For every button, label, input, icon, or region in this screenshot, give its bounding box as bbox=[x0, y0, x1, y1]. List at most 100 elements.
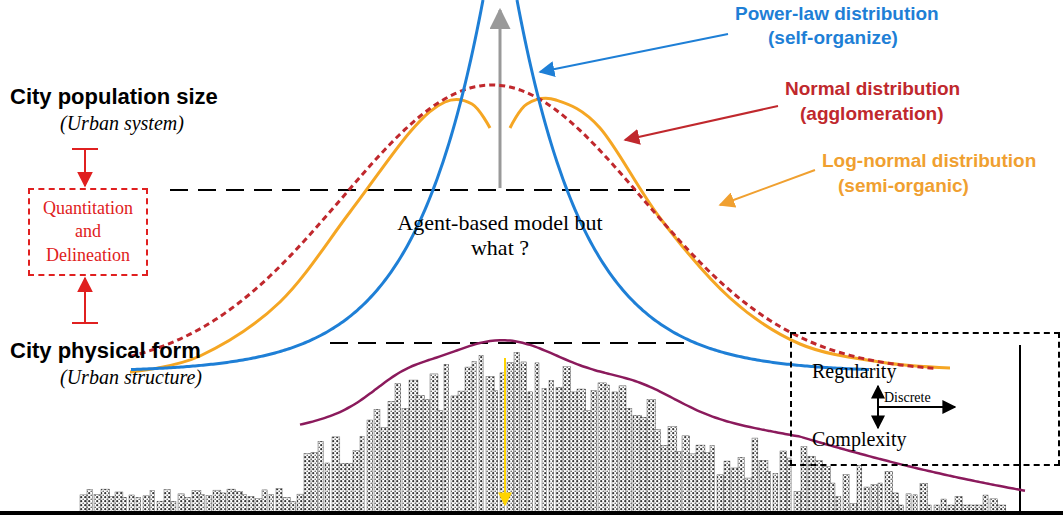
building bbox=[927, 505, 931, 512]
curve-label: Normal distribution bbox=[785, 78, 960, 100]
building bbox=[185, 497, 190, 512]
building bbox=[864, 487, 869, 512]
divider-line bbox=[1019, 345, 1021, 512]
building bbox=[94, 494, 101, 512]
curve-label: Power-law distribution bbox=[735, 3, 939, 25]
building bbox=[556, 387, 562, 512]
building bbox=[563, 367, 571, 512]
building bbox=[164, 490, 170, 512]
building bbox=[801, 447, 807, 512]
building bbox=[255, 499, 262, 512]
building bbox=[129, 495, 134, 512]
building bbox=[437, 410, 442, 512]
building bbox=[143, 496, 149, 512]
building bbox=[661, 445, 668, 512]
axis-label: Complexity bbox=[812, 426, 906, 452]
building bbox=[500, 373, 504, 512]
building bbox=[843, 474, 849, 512]
building bbox=[332, 437, 340, 512]
building bbox=[353, 451, 360, 512]
building bbox=[472, 362, 476, 512]
building bbox=[724, 461, 730, 512]
building bbox=[871, 485, 878, 512]
building bbox=[920, 483, 928, 512]
building bbox=[402, 408, 408, 512]
curve-label: (self-organize) bbox=[768, 27, 898, 49]
axis-title: City physical form bbox=[10, 338, 201, 363]
building bbox=[514, 352, 520, 512]
building bbox=[675, 452, 681, 512]
building bbox=[248, 496, 254, 512]
bracket-arrow bbox=[84, 278, 86, 323]
building bbox=[906, 494, 911, 512]
building bbox=[717, 475, 724, 512]
building bbox=[787, 458, 791, 512]
normal-curve bbox=[130, 85, 935, 368]
building bbox=[199, 494, 204, 512]
building bbox=[997, 505, 1006, 512]
building bbox=[766, 471, 771, 512]
leader-line bbox=[540, 34, 728, 72]
building bbox=[857, 465, 862, 512]
growth-arrow bbox=[499, 10, 502, 188]
building bbox=[899, 505, 904, 512]
envelope-curve bbox=[300, 340, 1025, 491]
building bbox=[780, 451, 787, 512]
building bbox=[367, 420, 373, 512]
building bbox=[262, 490, 267, 512]
building bbox=[206, 496, 212, 512]
building bbox=[941, 499, 946, 512]
ground-line bbox=[0, 511, 1063, 515]
curve-label: Log-normal distribution bbox=[822, 150, 1036, 172]
axis-arrow bbox=[878, 406, 955, 408]
building bbox=[108, 496, 114, 512]
building bbox=[850, 504, 857, 512]
axis-label: Discrete bbox=[884, 389, 931, 407]
building bbox=[710, 446, 714, 512]
building bbox=[521, 362, 526, 512]
question-note: Agent-based model but what ? bbox=[395, 210, 605, 261]
building bbox=[115, 492, 123, 512]
building bbox=[150, 490, 154, 512]
building bbox=[423, 399, 429, 512]
building bbox=[451, 396, 458, 512]
building bbox=[360, 436, 364, 512]
building bbox=[815, 461, 823, 512]
guide-line bbox=[330, 342, 690, 344]
building bbox=[374, 409, 380, 512]
building bbox=[178, 494, 185, 512]
building bbox=[430, 374, 438, 512]
building bbox=[934, 505, 939, 512]
building bbox=[325, 463, 330, 512]
building bbox=[836, 497, 841, 512]
building bbox=[444, 364, 449, 512]
building bbox=[87, 490, 92, 512]
building bbox=[738, 457, 744, 512]
building bbox=[591, 390, 597, 512]
building bbox=[311, 452, 317, 512]
building bbox=[752, 438, 758, 512]
building bbox=[626, 408, 632, 512]
building bbox=[584, 411, 591, 512]
axis-title: City population size bbox=[10, 84, 218, 109]
building bbox=[983, 495, 988, 512]
curve-label: (semi-organic) bbox=[838, 175, 969, 197]
building bbox=[619, 386, 626, 512]
building bbox=[948, 505, 954, 512]
building bbox=[976, 505, 982, 512]
building bbox=[829, 483, 835, 512]
building bbox=[640, 417, 646, 512]
centre-arrow bbox=[504, 358, 506, 505]
building bbox=[283, 498, 290, 512]
dashed-box: Quantitation and Delineation bbox=[28, 188, 148, 276]
building bbox=[549, 380, 554, 512]
building bbox=[528, 392, 533, 512]
building bbox=[682, 436, 690, 512]
building bbox=[773, 474, 778, 512]
axis-subtitle: (Urban system) bbox=[60, 112, 184, 135]
box-label: Quantitation and Delineation bbox=[36, 197, 140, 267]
curve-label: (agglomeration) bbox=[800, 103, 944, 125]
building bbox=[892, 493, 899, 512]
axis-subtitle: (Urban structure) bbox=[60, 366, 202, 389]
axis-arrow bbox=[877, 407, 879, 428]
